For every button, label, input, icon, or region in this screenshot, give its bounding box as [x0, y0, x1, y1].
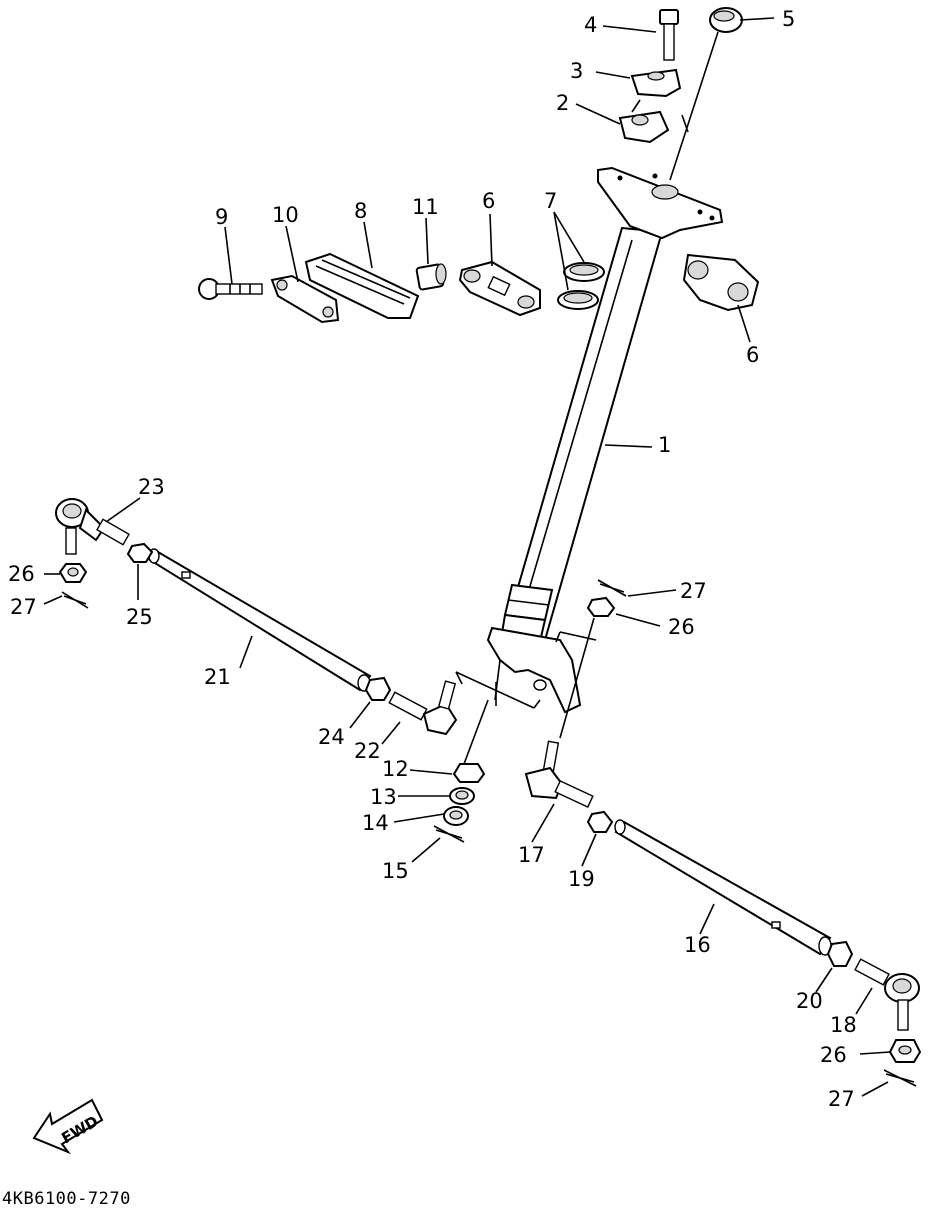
column-upper-bracket — [597, 166, 724, 240]
part-19-nut — [586, 810, 614, 833]
part-9-bolt — [198, 278, 263, 300]
callout-11: 11 — [412, 195, 439, 219]
callout-3: 3 — [570, 59, 583, 83]
callout-14: 14 — [362, 811, 389, 835]
callout-4: 4 — [584, 13, 597, 37]
part-16-tie-rod-right — [614, 819, 832, 956]
part-6-clamp-right — [682, 253, 760, 312]
callout-8: 8 — [354, 199, 367, 223]
callout-26-right: 26 — [820, 1043, 847, 1067]
callout-12: 12 — [382, 757, 409, 781]
part-18-tie-rod-end — [854, 958, 920, 1031]
callout-26-arm: 26 — [668, 615, 695, 639]
part-12-nut — [452, 763, 486, 783]
part-26-nut-arm — [586, 596, 616, 617]
forward-arrow-icon: FWD — [32, 1098, 104, 1155]
callout-6-left: 6 — [482, 189, 495, 213]
part-13-washer — [449, 787, 475, 805]
callout-9: 9 — [215, 205, 228, 229]
part-2-holder — [618, 110, 670, 144]
part-5-cap — [709, 7, 743, 33]
callout-17: 17 — [518, 843, 545, 867]
part-23-tie-rod-end — [55, 498, 130, 555]
part-20-nut — [826, 940, 854, 967]
steering-column — [486, 226, 664, 714]
callout-25: 25 — [126, 605, 153, 629]
callout-6-right: 6 — [746, 343, 759, 367]
callout-21: 21 — [204, 665, 231, 689]
part-4-bolt — [659, 9, 679, 61]
part-3-holder — [630, 68, 682, 98]
callout-16: 16 — [684, 933, 711, 957]
callout-19: 19 — [568, 867, 595, 891]
part-11-collar — [415, 263, 447, 291]
part-24-nut — [364, 676, 392, 701]
callout-1: 1 — [658, 433, 671, 457]
part-10-plate — [270, 274, 340, 324]
callout-5: 5 — [782, 7, 795, 31]
part-6-holder-left — [458, 260, 541, 317]
callout-20: 20 — [796, 989, 823, 1013]
callout-13: 13 — [370, 785, 397, 809]
callout-27-right: 27 — [828, 1087, 855, 1111]
callout-23: 23 — [138, 475, 165, 499]
part-22-tie-rod-end — [388, 680, 458, 736]
callout-27-arm: 27 — [680, 579, 707, 603]
callout-26-left: 26 — [8, 562, 35, 586]
part-25-nut — [126, 542, 154, 563]
callout-15: 15 — [382, 859, 409, 883]
part-26-nut-left — [58, 563, 88, 583]
callout-27-left: 27 — [10, 595, 37, 619]
callout-24: 24 — [318, 725, 345, 749]
part-8-gasket — [304, 252, 420, 319]
callout-22: 22 — [354, 739, 381, 763]
callout-7: 7 — [544, 189, 557, 213]
callout-18: 18 — [830, 1013, 857, 1037]
drawing-code: 4KB6100-7270 — [2, 1189, 131, 1209]
callout-10: 10 — [272, 203, 299, 227]
part-26-nut-right — [888, 1039, 922, 1063]
part-21-tie-rod-left — [148, 548, 372, 692]
part-14-washer — [443, 806, 469, 826]
callout-2: 2 — [556, 91, 569, 115]
part-17-tie-rod-end — [524, 740, 594, 808]
